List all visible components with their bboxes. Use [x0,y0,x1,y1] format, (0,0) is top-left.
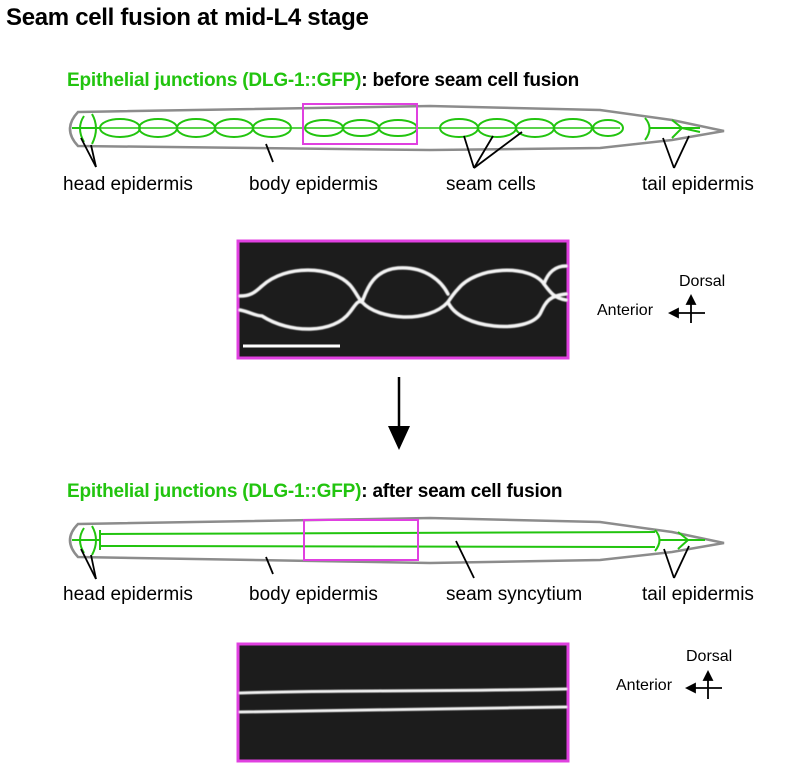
after-subtitle-condition: : after seam cell fusion [361,481,563,502]
after-subtitle-marker: Epithelial junctions (DLG-1::GFP) [67,481,362,502]
head-junctions-after [72,525,100,556]
before-subtitle: Epithelial junctions (DLG-1::GFP): befor… [67,70,579,92]
figure-title: Seam cell fusion at mid-L4 stage [6,4,369,31]
worm-after [68,516,725,580]
dorsal-label-before: Dorsal [679,273,726,290]
anterior-label-before: Anterior [597,302,654,319]
inset-box-after [303,519,419,561]
axis-indicator-before [667,293,705,323]
tail-junctions-after [654,529,705,552]
anterior-label-after: Anterior [616,677,673,694]
inset-box-before [302,103,418,145]
worm-before [68,103,725,169]
dorsal-label-after: Dorsal [686,648,733,665]
seam-syncytium-lines [99,530,656,550]
before-subtitle-condition: : before seam cell fusion [361,70,580,91]
body-epidermis-label-after: body epidermis [249,584,378,605]
worm-after-outline [68,516,725,565]
body-epidermis-label-before: body epidermis [249,174,378,195]
axis-indicator-after [684,669,722,699]
head-epidermis-label-before: head epidermis [63,174,193,195]
tail-epidermis-label-after: tail epidermis [642,584,754,605]
tail-junctions-before [644,117,701,141]
head-junctions-before [72,113,100,145]
seam-syncytium-label: seam syncytium [446,584,583,605]
before-subtitle-marker: Epithelial junctions (DLG-1::GFP) [67,70,362,91]
pointer-lines-before [80,131,690,169]
head-epidermis-label-after: head epidermis [63,584,193,605]
after-subtitle: Epithelial junctions (DLG-1::GFP): after… [67,481,563,503]
tail-epidermis-label-before: tail epidermis [642,174,754,195]
seam-cells-label: seam cells [446,174,536,195]
transition-arrow [388,377,410,450]
micrograph-before [236,239,570,360]
seam-cell-chain-before [99,118,624,138]
pointer-lines-after [80,540,690,580]
micrograph-after [236,642,570,763]
